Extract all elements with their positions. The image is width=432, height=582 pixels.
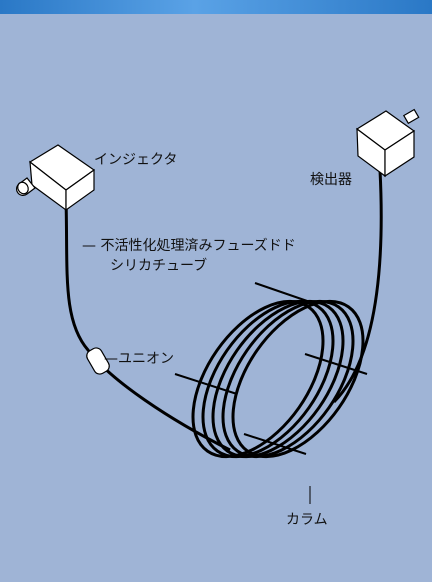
header-bar — [0, 0, 432, 14]
union-label: —ユニオン — [104, 351, 174, 367]
detector-port — [402, 108, 420, 125]
fused-silica-tube — [64, 199, 231, 452]
fused-silica-label-line1: — 不活性化処理済みフューズドド — [82, 238, 296, 254]
injector-box — [28, 144, 96, 212]
union-fitting — [86, 347, 110, 375]
fused-silica-label-line2: シリカチューブ — [110, 258, 208, 274]
detector-box — [355, 110, 416, 178]
detector-line — [332, 169, 383, 404]
injector-port — [16, 177, 36, 196]
injector-label: インジェクタ — [94, 152, 178, 168]
column-coils — [191, 299, 365, 459]
detector-label: 検出器 — [310, 172, 352, 188]
column-label: カラム — [286, 512, 328, 528]
diagram-panel — [8, 22, 424, 574]
